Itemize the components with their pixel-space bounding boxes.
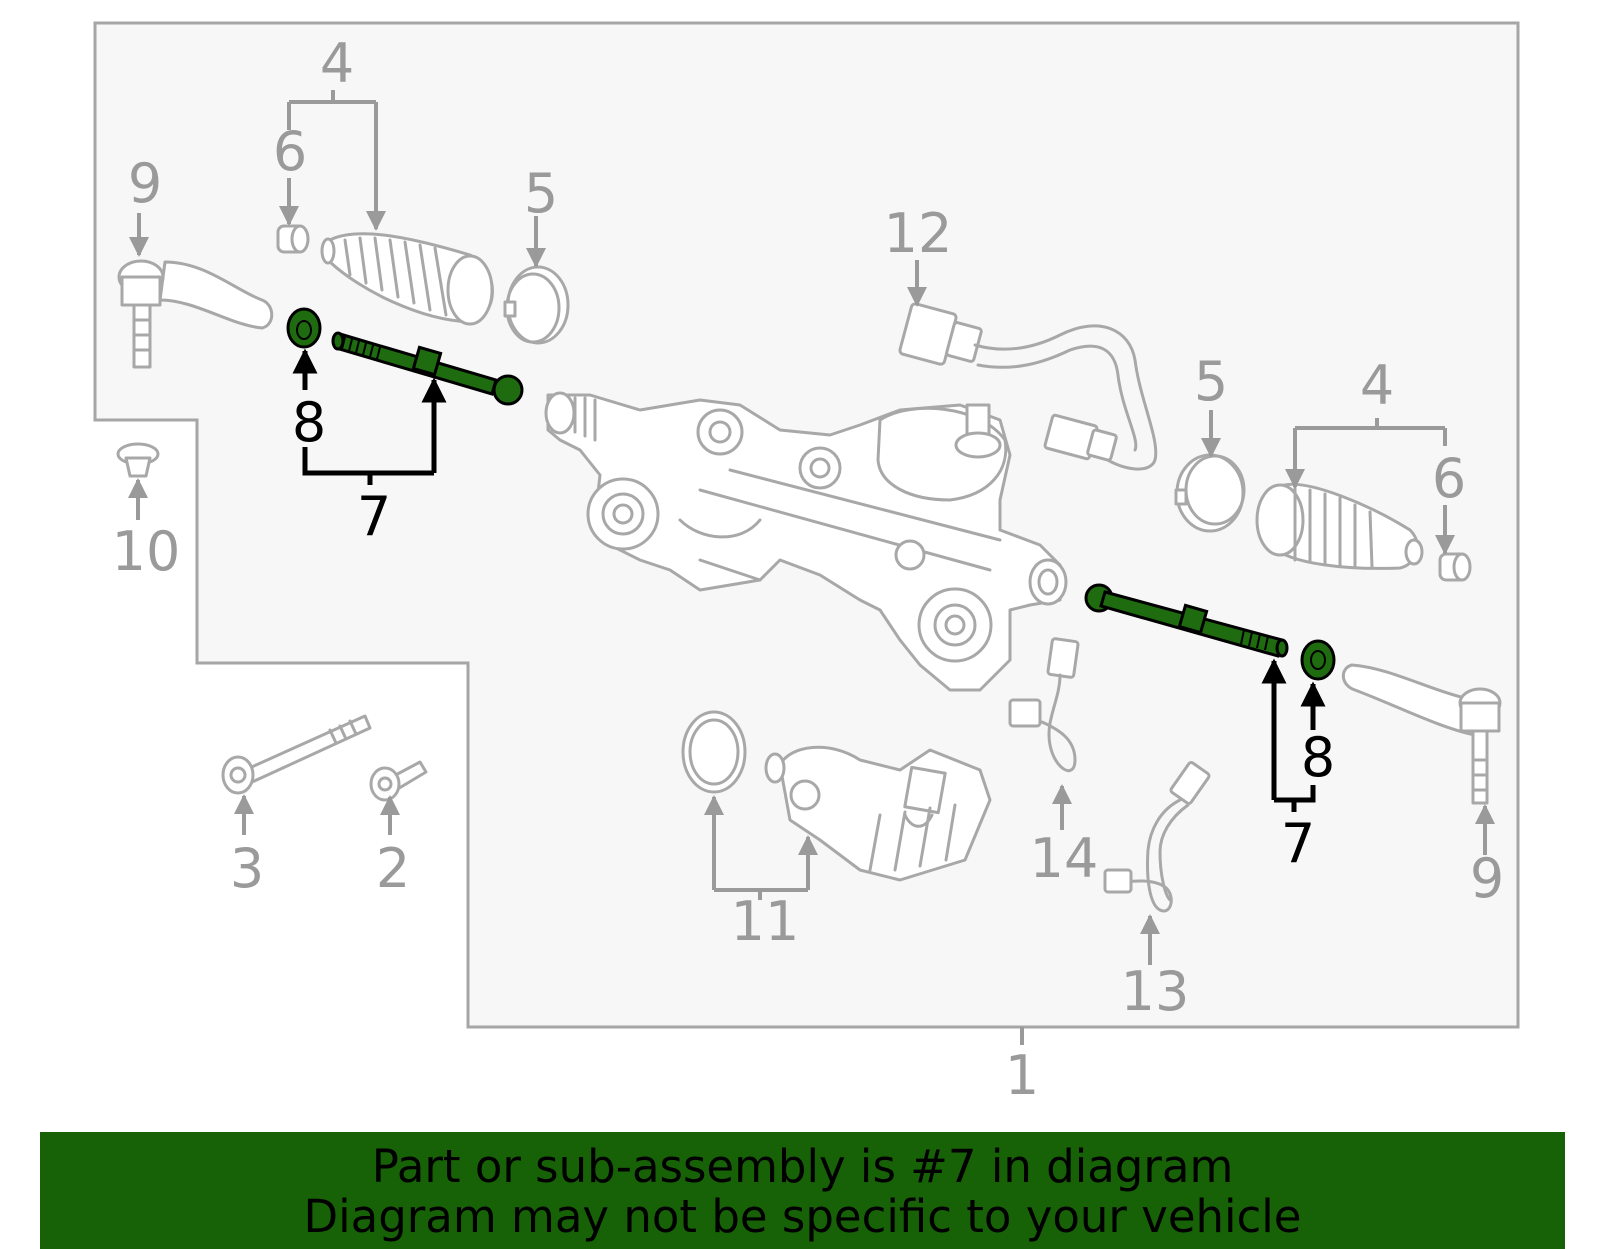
- callout-8-left: 8: [292, 391, 326, 454]
- banner-line-2: Diagram may not be specific to your vehi…: [303, 1190, 1302, 1243]
- clamp-right: [1174, 453, 1246, 533]
- callout-7-left: 7: [357, 485, 391, 548]
- short-bolt: [369, 760, 428, 802]
- jam-nut-right: [1300, 639, 1336, 681]
- callout-3: 3: [230, 837, 264, 900]
- callout-9-right: 9: [1470, 847, 1504, 910]
- wiring-harness-upper: [898, 302, 1158, 471]
- inner-tie-rod-left: [331, 331, 524, 406]
- clamp-left: [503, 265, 570, 345]
- rack-boot-right: [1255, 482, 1424, 570]
- wiring-harness-14: [1008, 637, 1080, 773]
- callout-6-right: 6: [1432, 447, 1466, 510]
- banner-line-1: Part or sub-assembly is #7 in diagram: [371, 1140, 1234, 1193]
- tie-rod-end-left: [117, 259, 274, 369]
- info-banner: Part or sub-assembly is #7 in diagram Di…: [40, 1132, 1565, 1249]
- callout-4-right: 4: [1360, 354, 1394, 417]
- callout-6-left: 6: [273, 120, 307, 183]
- long-bolt: [221, 714, 372, 795]
- motor-seal-ring: [681, 710, 747, 794]
- bushing-left: [276, 224, 310, 254]
- callout-14: 14: [1030, 827, 1099, 890]
- callout-13: 13: [1121, 960, 1190, 1023]
- callout-1: 1: [1005, 1044, 1039, 1107]
- jam-nut-left: [286, 307, 322, 349]
- callout-10: 10: [112, 520, 181, 583]
- callout-7-right: 7: [1281, 812, 1315, 875]
- callout-2: 2: [376, 837, 410, 900]
- steering-gear-assembly: [544, 391, 1068, 692]
- wiring-harness-13: [1103, 761, 1211, 913]
- callout-9-left: 9: [128, 152, 162, 215]
- rack-boot-left: [320, 232, 494, 326]
- electric-motor: [764, 745, 992, 882]
- tie-rod-end-right: [1341, 663, 1502, 805]
- callout-11: 11: [731, 890, 800, 953]
- callout-4-left: 4: [320, 32, 354, 95]
- callout-5-right: 5: [1194, 350, 1228, 413]
- bushing-right: [1438, 552, 1472, 582]
- callout-8-right: 8: [1301, 726, 1335, 789]
- inner-tie-rod-right: [1084, 583, 1289, 658]
- callout-5-left: 5: [524, 162, 558, 225]
- push-nut: [116, 442, 160, 478]
- callout-12: 12: [884, 202, 953, 265]
